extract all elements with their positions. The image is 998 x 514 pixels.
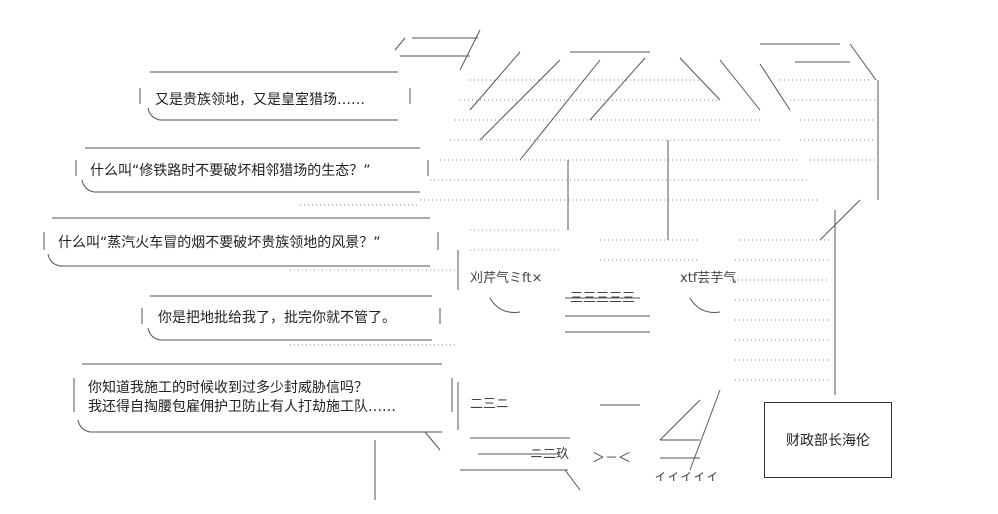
speech-bubble-3: 什么叫“蒸汽火车冒的烟不要破坏贵族领地的风景？” xyxy=(43,217,439,267)
speech-bubble-1: 又是贵族领地，又是皇室猎场…… xyxy=(139,71,411,121)
dialogue-line-2: 什么叫“修铁路时不要破坏相邻猎场的生态？” xyxy=(90,163,371,179)
eyes-left-text: 刈芹气ミft× xyxy=(470,270,542,286)
speaker-name: 财政部长海伦 xyxy=(786,433,870,449)
character-art: 刈芹气ミft× xtf芸芋气 三三三三三 二三ニ ニ二玖 ＞－＜ ィィィィィ xyxy=(290,29,879,500)
speech-bubble-2: 什么叫“修铁路时不要破坏相邻猎场的生态？” xyxy=(75,147,429,193)
dialogue-line-5a: 你知道我施工的时候收到过多少封威胁信吗？ xyxy=(88,379,368,396)
dialogue-line-5b: 我还得自掏腰包雇佣护卫防止有人打劫施工队…… xyxy=(88,398,396,415)
hair-tail-text: ィィィィィ xyxy=(654,469,719,484)
mouth-marks-text: 二三ニ xyxy=(470,397,509,412)
dialogue-line-4: 你是把地批给我了，批完你就不管了。 xyxy=(158,310,396,326)
speech-bubble-4: 你是把地批给我了，批完你就不管了。 xyxy=(141,295,441,341)
dialogue-line-3: 什么叫“蒸汽火车冒的烟不要破坏贵族领地的风景？” xyxy=(58,234,381,251)
speech-bubble-5: 你知道我施工的时候收到过多少封威胁信吗？ 我还得自掏腰包雇佣护卫防止有人打劫施工… xyxy=(73,363,453,433)
ribbon-a-text: ニ二玖 xyxy=(530,446,569,462)
dialogue-line-1: 又是贵族领地，又是皇室猎场…… xyxy=(155,91,365,108)
eye-shine-text: 三三三三三 xyxy=(570,291,635,306)
eyes-right-text: xtf芸芋气 xyxy=(680,270,736,286)
speaker-caption-box: 财政部长海伦 xyxy=(764,402,892,478)
ribbon-b-text: ＞－＜ xyxy=(592,451,631,466)
